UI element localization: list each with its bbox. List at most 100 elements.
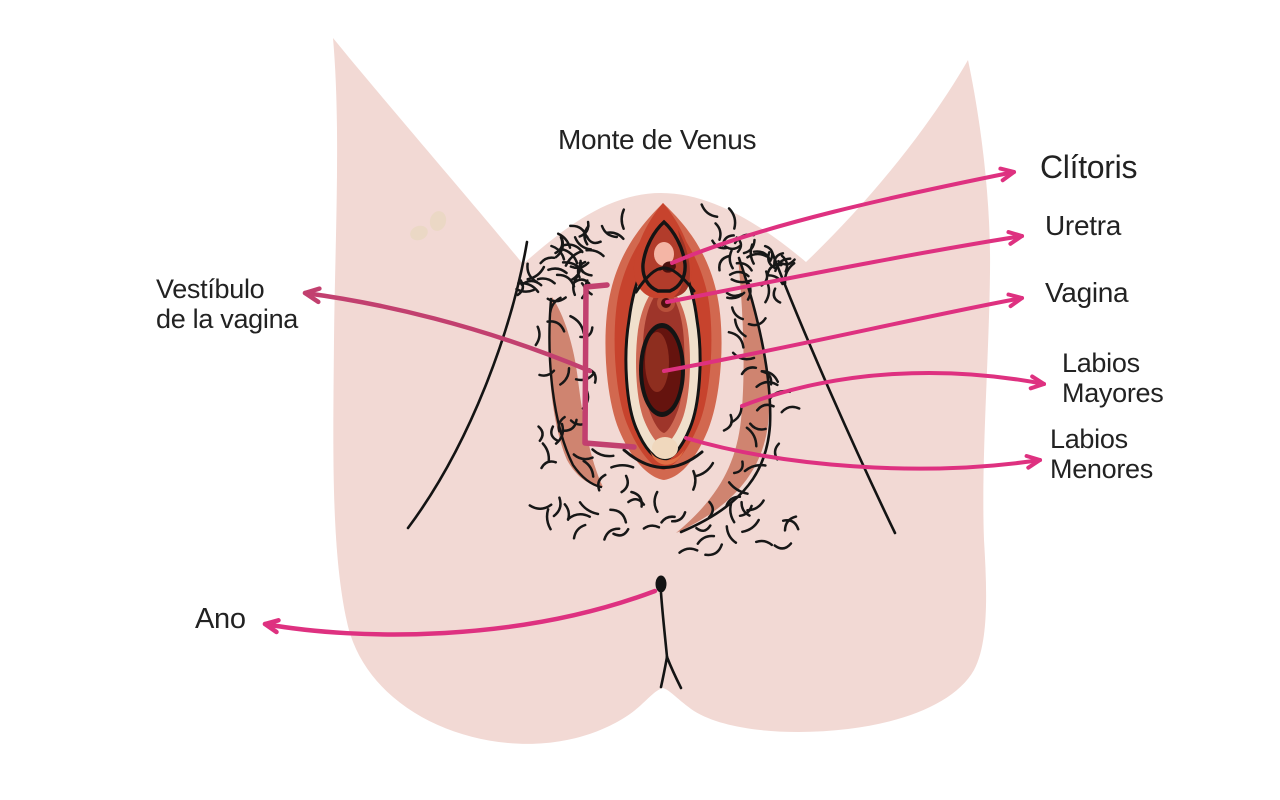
hair-stroke [755,403,775,412]
hair-stroke [572,523,587,540]
hair-stroke [541,442,551,463]
label-line: Mayores [1062,378,1164,409]
hair-stroke [704,543,724,557]
hair-stroke [516,279,525,297]
hair-stroke [642,524,661,530]
hair-stroke [745,426,758,448]
hair-stroke [783,261,796,285]
hair-stroke [653,490,659,514]
label-labios-mayores: Labios Mayores [1062,348,1164,409]
hair-stroke [748,422,767,431]
hair-stroke [597,473,607,492]
arrow-uretra-head [1006,230,1024,246]
hair-stroke [554,235,564,255]
label-clitoris: Clítoris [1040,149,1138,185]
hair-stroke [727,207,737,230]
hair-stroke [729,502,736,524]
hair-stroke [562,418,578,433]
hair-stroke [727,481,749,495]
arrow-vagina [662,296,1024,373]
hair-stroke [747,317,767,327]
hair-stroke [780,405,801,414]
hair-stroke [731,351,756,361]
hair-stroke [526,265,546,281]
hair-stroke [605,231,625,241]
hair-stroke [760,369,780,384]
fold-line-left [548,297,603,489]
arrow-ano [262,588,658,637]
arrow-labios-menores [684,436,1042,471]
hair-stroke [730,306,745,321]
hair-stroke [556,232,572,249]
hair-stroke [678,547,699,554]
vestibule-bracket [582,282,637,450]
arrow-labios-mayores [740,371,1046,408]
hair-stroke [692,469,697,491]
perineal-raphe-fork [665,655,683,690]
label-uretra: Uretra [1045,210,1121,241]
hair-stroke [528,503,553,510]
hair-stroke [585,235,602,245]
hair-stroke [609,508,628,524]
label-monte-de-venus: Monte de Venus [558,124,757,155]
hair-stroke [700,203,719,219]
label-line: Vestíbulo [156,274,265,304]
hair-stroke [546,320,566,333]
hair-stroke [764,281,771,304]
hair-stroke [780,254,789,273]
hair-stroke [536,277,556,285]
hair-stroke [732,460,744,475]
hair-stroke [516,282,540,294]
label-line: de la vagina [156,304,299,335]
arrow-ano-head [262,618,281,635]
hair-stroke [600,224,619,239]
hair-stroke [725,291,744,298]
arrow-vestibulo-head [302,286,322,305]
hair-stroke [740,500,751,517]
arrow-vagina-head [1006,292,1024,309]
hair-stroke [730,278,753,284]
label-line: Menores [1050,454,1153,485]
arrow-clitoris-head [998,166,1016,183]
hair-stroke [627,498,646,506]
labia-majora-fold-right [676,257,770,533]
hair-stroke [746,281,752,301]
label-line: Labios [1050,424,1128,454]
arrow-labios-menores-head [1024,454,1042,470]
hair-stroke [695,524,712,532]
clitoris-glans [654,242,674,266]
fourchette [650,450,684,465]
hair-stroke [735,261,753,272]
hair-stroke [552,496,562,518]
hair-stroke [773,542,793,550]
hair-stroke [767,274,784,286]
hair-stroke [569,224,588,239]
hair-stroke [660,515,676,524]
hair-stroke [554,422,565,445]
hair-stroke [603,527,621,541]
fourchette-peach [652,437,678,459]
hair-stroke [561,261,585,274]
hair-stroke [718,254,731,272]
hair-stroke [515,287,535,293]
arrow-vestibulo [302,290,593,374]
hair-stroke [578,501,600,516]
hair-stroke [773,252,785,267]
hair-stroke [630,490,643,508]
hair-stroke [579,326,594,339]
hair-stroke [534,325,541,347]
hair-stroke [540,460,558,470]
leader-lines [262,166,1046,637]
vaginal-opening-center [645,332,669,392]
labia-junction-line [658,266,696,293]
hair-stroke [725,495,742,507]
hair-stroke [733,318,747,338]
label-line: Labios [1062,348,1140,378]
hair-stroke [694,461,715,478]
hair-stroke [582,459,595,478]
hair-stroke [740,366,758,376]
label-ano: Ano [195,603,246,635]
hair-stroke [576,260,587,279]
